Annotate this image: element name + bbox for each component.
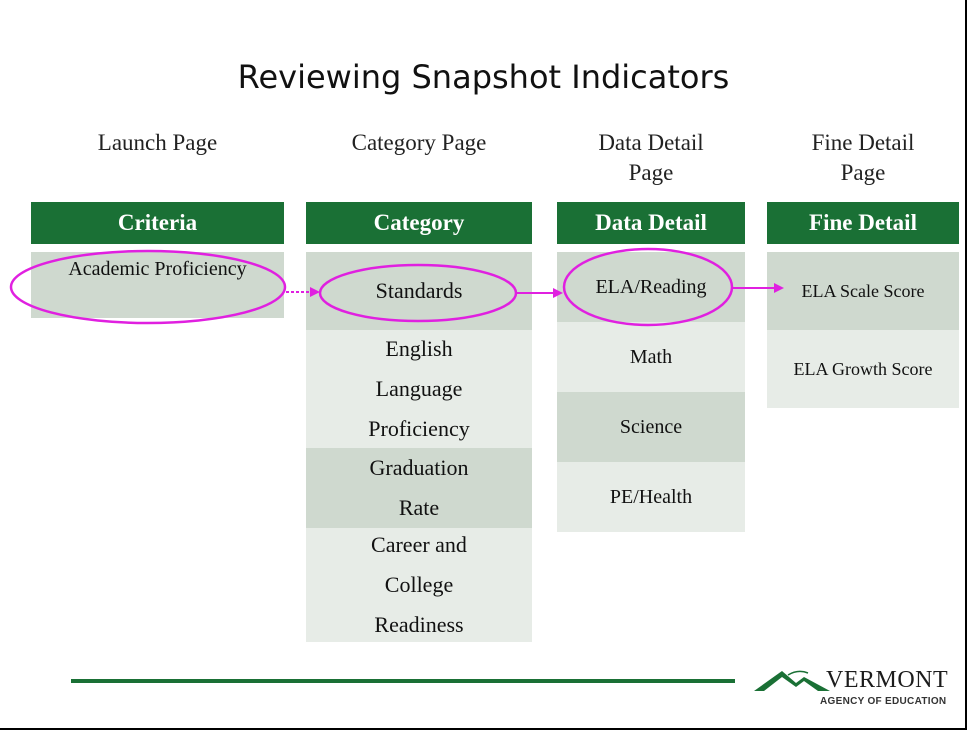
criteria-header: Criteria: [31, 202, 284, 244]
rate-line: Rate: [398, 495, 440, 520]
fine-detail-item-ela-growth-score[interactable]: ELA Growth Score: [767, 330, 959, 408]
data-detail-item-pe-health[interactable]: PE/Health: [557, 462, 745, 532]
data-detail-page-label-line1: Data Detail: [598, 130, 704, 155]
proficiency-line: Proficiency: [368, 416, 470, 441]
category-header: Category: [306, 202, 532, 244]
fine-detail-page-label-line2: Page: [840, 160, 886, 185]
data-detail-item-ela-reading[interactable]: ELA/Reading: [557, 252, 745, 322]
vermont-mountain-logo-icon: [754, 670, 830, 691]
readiness-line: Readiness: [374, 612, 464, 637]
data-detail-item-science[interactable]: Science: [557, 392, 745, 462]
fine-detail-page-label: Fine Detail Page: [767, 128, 959, 188]
category-item-career-college-readiness[interactable]: Career and College Readiness: [306, 528, 532, 642]
data-detail-header: Data Detail: [557, 202, 745, 244]
data-detail-item-math[interactable]: Math: [557, 322, 745, 392]
fine-detail-item-ela-scale-score[interactable]: ELA Scale Score: [767, 252, 959, 330]
fine-detail-page-label-line1: Fine Detail: [811, 130, 915, 155]
footer-divider: [71, 679, 735, 683]
launch-page-label: Launch Page: [97, 130, 218, 155]
language-line: Language: [375, 376, 463, 401]
category-item-english-language-proficiency[interactable]: English Language Proficiency: [306, 330, 532, 448]
category-item-graduation-rate[interactable]: Graduation Rate: [306, 448, 532, 528]
graduation-line: Graduation: [369, 455, 469, 480]
english-line: English: [385, 336, 453, 361]
category-item-standards[interactable]: Standards: [306, 252, 532, 330]
criteria-item-academic-proficiency[interactable]: Academic Proficiency: [31, 252, 284, 318]
category-page-label: Category Page: [351, 130, 487, 155]
career-line: Career and: [371, 532, 467, 557]
data-detail-page-label-line2: Page: [628, 160, 674, 185]
college-line: College: [384, 572, 454, 597]
vermont-logo-text: VERMONT: [826, 667, 949, 693]
fine-detail-header: Fine Detail: [767, 202, 959, 244]
agency-of-education-text: AGENCY OF EDUCATION: [820, 696, 947, 707]
data-detail-page-label: Data Detail Page: [557, 128, 745, 188]
slide-title: Reviewing Snapshot Indicators: [237, 58, 730, 96]
